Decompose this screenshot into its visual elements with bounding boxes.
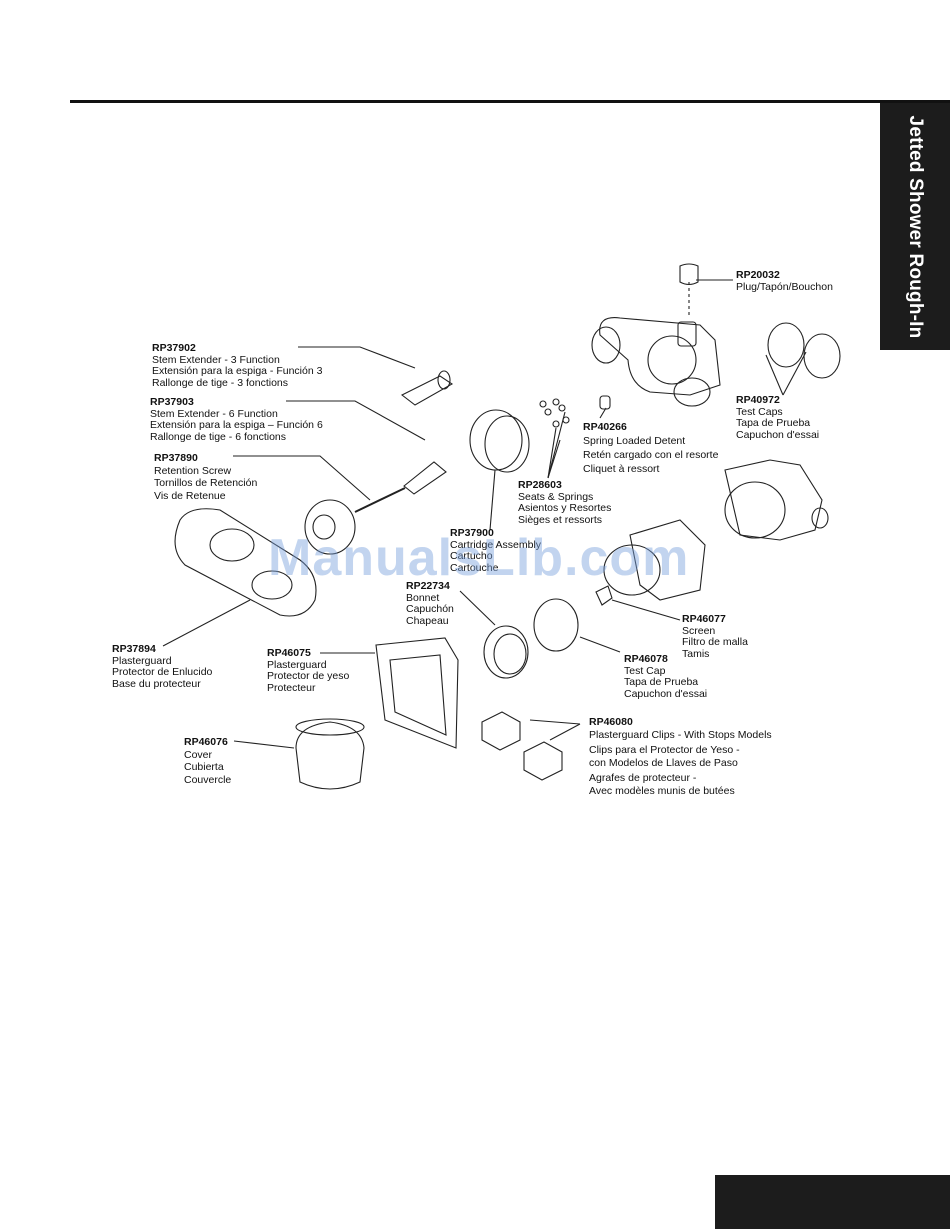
- part-label-rp37894: RP37894 Plasterguard Protector de Enluci…: [112, 643, 213, 690]
- part-desc: Tornillos de Retención: [154, 477, 258, 489]
- part-desc: Rallonge de tige - 6 fonctions: [150, 430, 287, 443]
- part-desc: Plasterguard: [112, 654, 172, 667]
- part-label-rp37903: RP37903 Stem Extender - 6 Function Exten…: [150, 396, 323, 443]
- part-desc: Sièges et ressorts: [518, 513, 603, 526]
- part-desc: Stem Extender - 3 Function: [152, 353, 280, 366]
- part-code: RP20032: [736, 269, 780, 281]
- part-desc: Couvercle: [184, 773, 232, 786]
- part-label-rp40266: RP40266 Spring Loaded Detent Retén carga…: [583, 420, 718, 476]
- part-desc: Tapa de Prueba: [624, 676, 699, 688]
- part-desc: Cubierta: [184, 761, 224, 773]
- part-desc: Base du protecteur: [112, 677, 201, 690]
- part-code: RP37902: [152, 342, 196, 354]
- part-desc: Filtro de malla: [682, 636, 748, 648]
- part-label-rp28603: RP28603 Seats & Springs Asientos y Resor…: [518, 479, 612, 526]
- part-desc: Test Caps: [736, 405, 783, 418]
- part-desc: Protecteur: [267, 681, 316, 694]
- part-desc: Clips para el Protector de Yeso -: [589, 744, 740, 756]
- part-label-rp37902: RP37902 Stem Extender - 3 Function Exten…: [152, 342, 323, 389]
- part-code: RP37890: [154, 452, 198, 464]
- part-desc: Capuchón: [406, 603, 454, 615]
- watermark: ManualsLib.com: [268, 529, 690, 587]
- part-code: RP37894: [112, 643, 156, 655]
- part-desc: Spring Loaded Detent: [583, 435, 686, 447]
- part-desc: Protector de Enlucido: [112, 666, 213, 678]
- part-desc: Capuchon d'essai: [624, 687, 708, 700]
- part-desc: Plasterguard Clips - With Stops Models: [589, 728, 772, 741]
- part-desc: Extensión para la espiga - Función 3: [152, 365, 323, 377]
- part-code: RP46078: [624, 653, 668, 665]
- part-label-rp46075: RP46075 Plasterguard Protector de yeso P…: [267, 647, 350, 694]
- part-desc: Vis de Retenue: [154, 489, 226, 502]
- part-desc: Avec modèles munis de butées: [589, 784, 735, 797]
- part-label-rp46080: RP46080 Plasterguard Clips - With Stops …: [589, 716, 772, 797]
- section-tab: Jetted Shower Rough-In: [880, 103, 950, 350]
- part-desc: Tapa de Prueba: [736, 417, 811, 429]
- part-desc: Seats & Springs: [518, 490, 594, 503]
- part-code: RP46076: [184, 736, 228, 748]
- part-code: RP37900: [450, 527, 494, 539]
- part-desc: Retén cargado con el resorte: [583, 449, 719, 461]
- part-desc: Plasterguard: [267, 658, 327, 671]
- part-desc: Protector de yeso: [267, 670, 350, 682]
- part-code: RP46077: [682, 613, 726, 625]
- part-desc: Cartucho: [450, 550, 493, 562]
- part-label-rp37900: RP37900 Cartridge Assembly Cartucho Cart…: [450, 527, 542, 574]
- part-code: RP28603: [518, 479, 562, 491]
- part-code: RP40266: [583, 421, 627, 433]
- part-desc: Cartouche: [450, 561, 499, 574]
- part-desc: con Modelos de Llaves de Paso: [589, 756, 738, 769]
- part-label-rp40972: RP40972 Test Caps Tapa de Prueba Capucho…: [736, 394, 820, 441]
- part-desc: Bonnet: [406, 591, 440, 604]
- part-desc: Plug/Tapón/Bouchon: [736, 280, 833, 293]
- part-desc: Chapeau: [406, 614, 449, 627]
- part-desc: Stem Extender - 6 Function: [150, 407, 278, 420]
- part-label-rp20032: RP20032 Plug/Tapón/Bouchon: [736, 269, 833, 293]
- part-code: RP37903: [150, 396, 194, 408]
- part-code: RP46080: [589, 716, 633, 728]
- part-code: RP46075: [267, 647, 311, 659]
- part-desc: Asientos y Resortes: [518, 502, 612, 514]
- part-desc: Capuchon d'essai: [736, 428, 820, 441]
- part-label-rp46078: RP46078 Test Cap Tapa de Prueba Capuchon…: [624, 653, 708, 700]
- part-desc: Retention Screw: [154, 464, 232, 477]
- part-code: RP22734: [406, 580, 450, 592]
- header-rule: [70, 100, 950, 103]
- part-label-rp37890: RP37890 Retention Screw Tornillos de Ret…: [154, 452, 257, 502]
- part-desc: Cover: [184, 748, 213, 761]
- part-code: RP40972: [736, 394, 780, 406]
- part-desc: Screen: [682, 624, 716, 637]
- part-desc: Test Cap: [624, 664, 666, 677]
- part-desc: Rallonge de tige - 3 fonctions: [152, 376, 289, 389]
- part-desc: Extensión para la espiga – Función 6: [150, 419, 323, 431]
- page-corner-block: [715, 1175, 950, 1229]
- part-label-rp46076: RP46076 Cover Cubierta Couvercle: [184, 736, 231, 786]
- part-label-rp22734: RP22734 Bonnet Capuchón Chapeau: [406, 580, 454, 627]
- part-desc: Agrafes de protecteur -: [589, 772, 697, 784]
- part-label-rp46077: RP46077 Screen Filtro de malla Tamis: [682, 613, 748, 660]
- part-desc: Tamis: [682, 647, 710, 660]
- part-desc: Cartridge Assembly: [450, 538, 542, 551]
- part-desc: Cliquet à ressort: [583, 463, 660, 475]
